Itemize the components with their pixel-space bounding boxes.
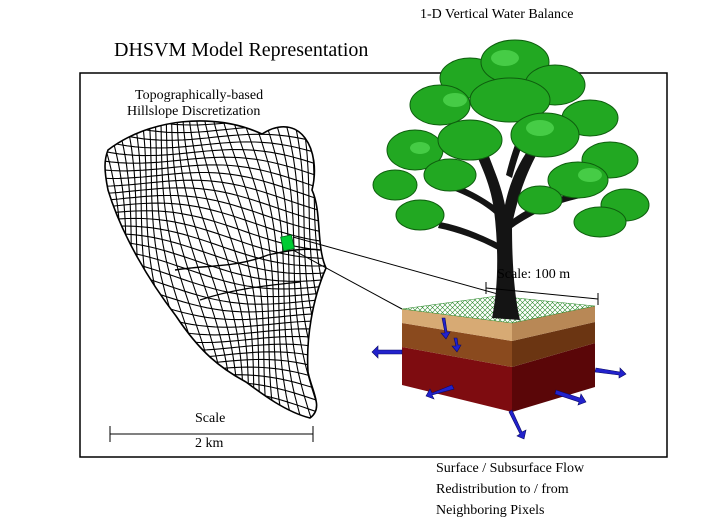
- connector-line-top: [292, 236, 513, 299]
- tree-icon: [372, 39, 650, 320]
- flow-caption-line1: Surface / Subsurface Flow: [436, 461, 585, 476]
- flow-caption-line2: Redistribution to / from: [436, 482, 569, 497]
- pixel-scale-label: Scale: 100 m: [497, 267, 571, 282]
- flow-caption-line3: Neighboring Pixels: [436, 503, 545, 518]
- hillslope-mesh: [104, 120, 327, 419]
- scale-label: Scale: [195, 411, 226, 426]
- connector-line-bottom: [292, 249, 403, 310]
- catchment-scale-bar: [109, 426, 314, 442]
- pixel-scale-bar: [485, 282, 599, 305]
- hillslope-caption-line1: Topographically-based: [135, 88, 264, 103]
- hillslope-caption-line2: Hillslope Discretization: [127, 104, 261, 119]
- highlight-cell: [280, 234, 295, 252]
- scale-distance: 2 km: [195, 436, 224, 451]
- diagram-frame: [79, 72, 668, 458]
- flow-arrow-icon: [371, 317, 627, 440]
- diagram-title: DHSVM Model Representation: [114, 39, 369, 61]
- water-balance-caption: 1-D Vertical Water Balance: [420, 7, 574, 22]
